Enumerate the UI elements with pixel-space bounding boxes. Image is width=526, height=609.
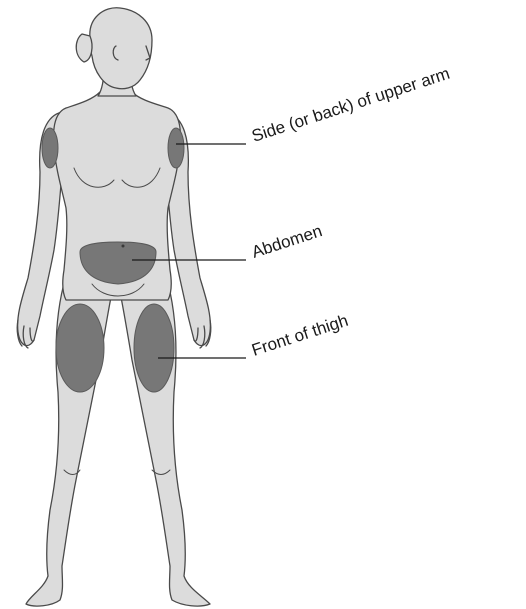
region-upper-arm-right — [168, 128, 184, 168]
label-abdomen: Abdomen — [249, 221, 324, 262]
label-upper-arm: Side (or back) of upper arm — [249, 64, 452, 146]
human-figure — [17, 8, 211, 606]
region-thigh-left — [56, 304, 104, 392]
navel — [122, 245, 125, 248]
label-thigh: Front of thigh — [249, 311, 350, 360]
head — [90, 8, 152, 89]
hair-bun — [76, 34, 92, 62]
region-upper-arm-left — [42, 128, 58, 168]
region-thigh-right — [134, 304, 174, 392]
